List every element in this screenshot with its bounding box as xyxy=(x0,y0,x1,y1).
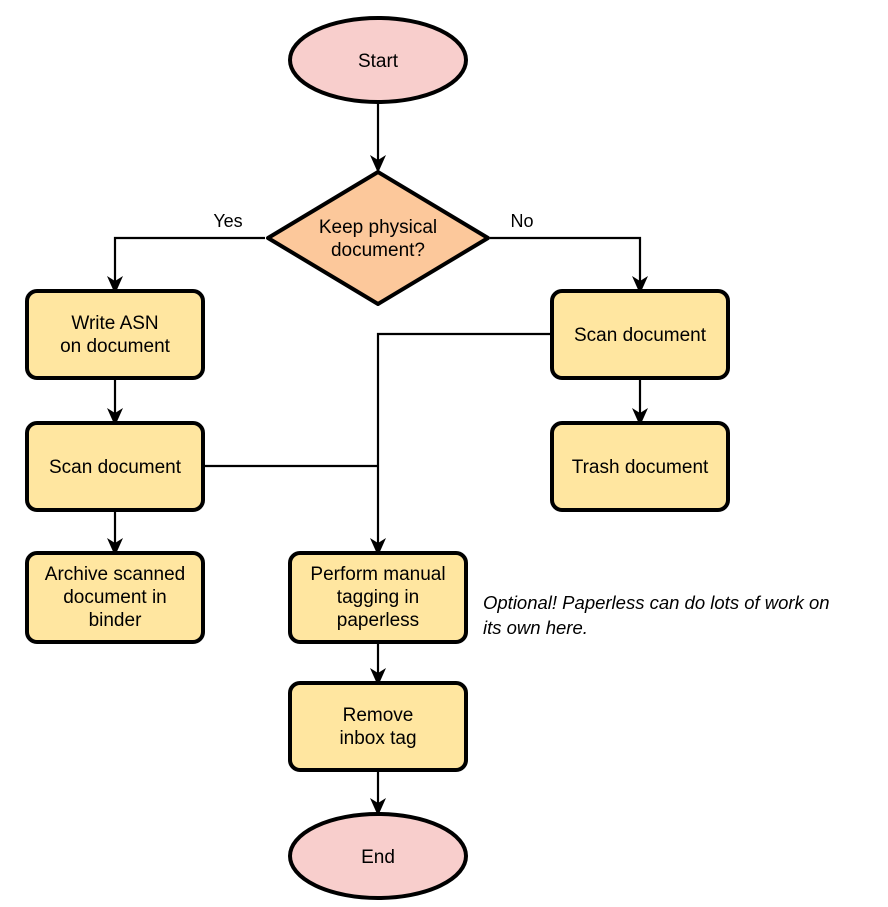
archive-box xyxy=(25,551,205,644)
remove-inbox-label-line2: inbox tag xyxy=(339,728,416,749)
start-ellipse xyxy=(288,16,468,104)
edge-scan-right-to-tagging xyxy=(370,332,552,556)
edge-start-to-decision xyxy=(370,103,386,173)
edge-label-yes: Yes xyxy=(213,211,242,231)
node-trash-document[interactable]: Trash document xyxy=(550,421,730,512)
edge-scan-left-to-archive xyxy=(107,510,123,556)
remove-inbox-label-line1: Remove xyxy=(343,705,414,726)
tagging-label-line2: tagging in xyxy=(337,587,419,608)
tagging-label-line1: Perform manual xyxy=(310,564,445,585)
write-asn-label-line1: Write ASN xyxy=(71,313,158,334)
node-scan-document-right[interactable]: Scan document xyxy=(550,289,730,380)
node-archive-scanned-document[interactable]: Archive scanned document in binder xyxy=(25,551,205,644)
edge-write-asn-to-scan-left xyxy=(107,378,123,426)
edge-decision-yes-to-write-asn xyxy=(107,236,265,294)
end-label: End xyxy=(361,847,395,868)
scan-document-left-box xyxy=(25,421,205,512)
trash-document-box xyxy=(550,421,730,512)
node-write-asn-on-document[interactable]: Write ASN on document xyxy=(25,289,205,380)
remove-inbox-box xyxy=(288,681,468,772)
scan-document-right-label: Scan document xyxy=(574,325,707,346)
archive-label-line2: document in xyxy=(63,587,167,608)
scan-document-left-label: Scan document xyxy=(49,457,182,478)
annotation-note: Optional! Paperless can do lots of work … xyxy=(483,592,830,638)
write-asn-box xyxy=(25,289,205,380)
decision-label-line2: document? xyxy=(331,240,425,261)
archive-label-line3: binder xyxy=(89,610,142,631)
edge-remove-inbox-to-end xyxy=(370,770,386,816)
archive-label-line1: Archive scanned xyxy=(45,564,185,585)
node-decision-keep-physical-document[interactable]: Keep physical document? xyxy=(266,170,490,306)
node-start[interactable]: Start xyxy=(288,16,468,104)
write-asn-label-line2: on document xyxy=(60,336,171,357)
node-end[interactable]: End xyxy=(288,812,468,900)
end-ellipse xyxy=(288,812,468,900)
node-remove-inbox-tag[interactable]: Remove inbox tag xyxy=(288,681,468,772)
edge-tagging-to-remove-inbox xyxy=(370,642,386,686)
note-line1: Optional! Paperless can do lots of work … xyxy=(483,592,830,613)
start-label: Start xyxy=(358,51,399,72)
tagging-box xyxy=(288,551,468,644)
scan-document-right-box xyxy=(550,289,730,380)
tagging-label-line3: paperless xyxy=(337,610,419,631)
edge-decision-no-to-scan-right xyxy=(490,236,648,294)
decision-diamond xyxy=(266,170,490,306)
decision-label-line1: Keep physical xyxy=(319,217,437,238)
edge-label-no: No xyxy=(510,211,533,231)
note-line2: its own here. xyxy=(483,617,588,638)
edge-scan-right-to-trash xyxy=(632,378,648,426)
trash-document-label: Trash document xyxy=(572,457,709,478)
node-perform-manual-tagging[interactable]: Perform manual tagging in paperless xyxy=(288,551,468,644)
node-scan-document-left[interactable]: Scan document xyxy=(25,421,205,512)
